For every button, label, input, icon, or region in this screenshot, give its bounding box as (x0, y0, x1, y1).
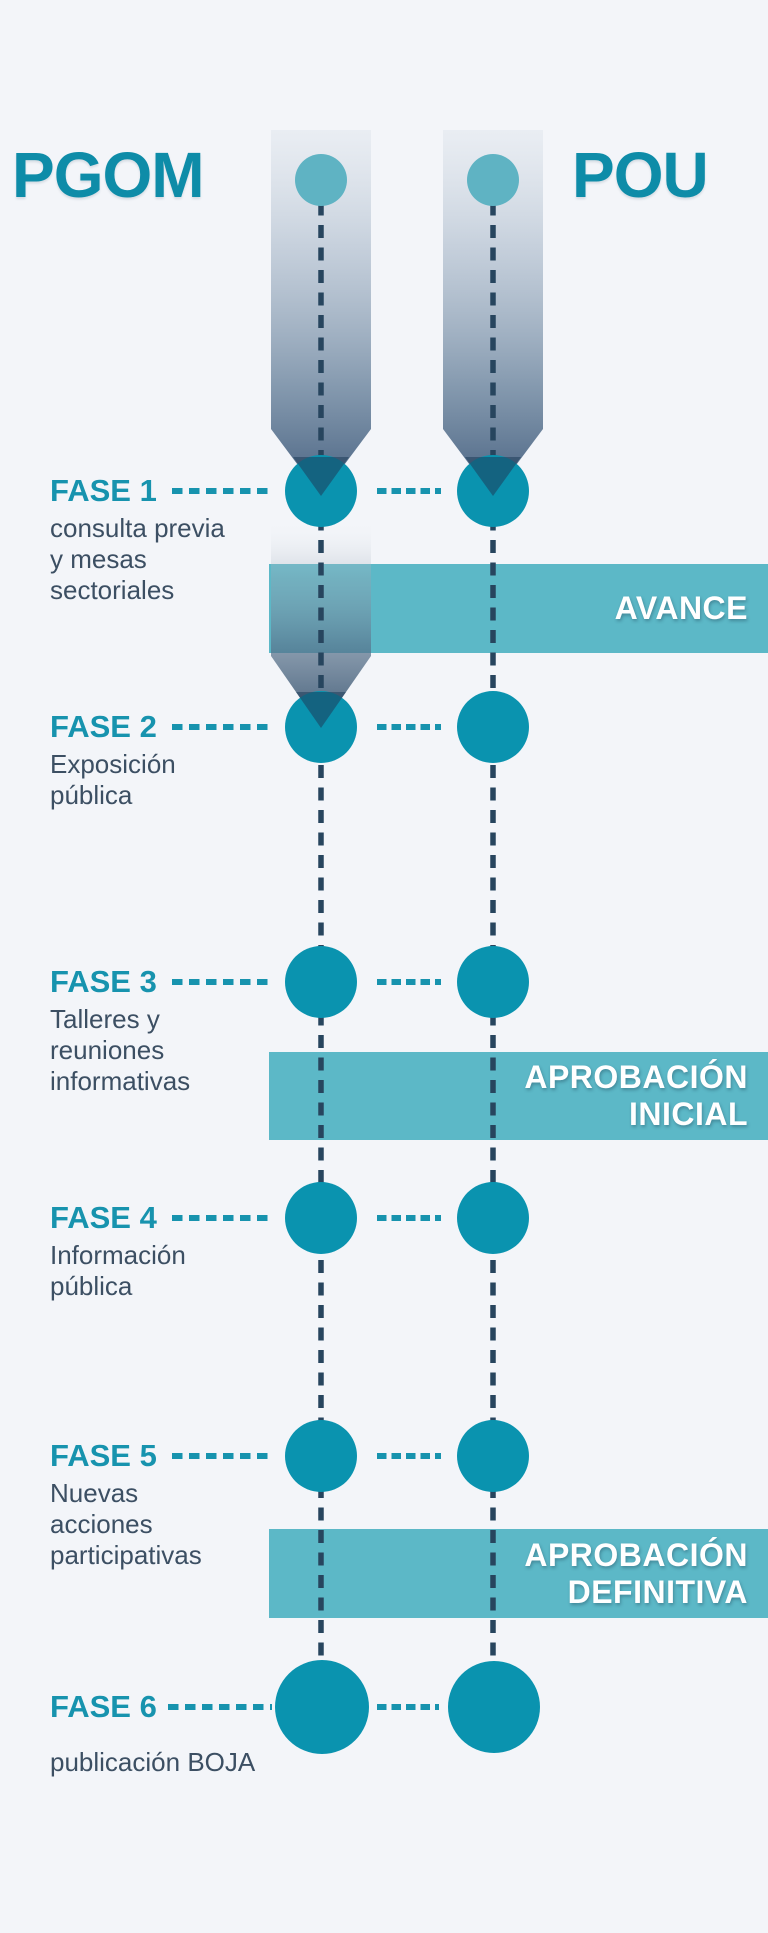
fase6-pou-node (448, 1661, 540, 1753)
fase4-label: FASE 4 (50, 1200, 157, 1235)
pou-start-node (467, 154, 519, 206)
fase2-description: Exposición pública (50, 749, 176, 810)
fase5-pgom-node (285, 1420, 357, 1492)
fase1-pou-arrow-tip (465, 457, 521, 496)
pgom-gradient-arrow-fase1-to-fase2 (271, 520, 371, 728)
fase2-label: FASE 2 (50, 709, 157, 744)
fase3-pgom-node (285, 946, 357, 1018)
pgom-title: PGOM (12, 139, 205, 211)
fase3-label: FASE 3 (50, 964, 157, 999)
pgom-gradient-arrow-top (271, 130, 371, 496)
fase3-pou-node (457, 946, 529, 1018)
milestone-label-avance: AVANCE (614, 590, 748, 626)
fase1-description: consulta previa y mesas sectoriales (50, 513, 225, 605)
pou-title: POU (572, 139, 709, 211)
fase4-pgom-node (285, 1182, 357, 1254)
fase2-pgom-arrow-tip (296, 692, 346, 728)
pou-gradient-arrow-top (443, 130, 543, 496)
fase4-pou-node (457, 1182, 529, 1254)
fase5-label: FASE 5 (50, 1438, 157, 1473)
fase4-description: Información pública (50, 1240, 186, 1301)
milestone-label-aprobacion-inicial: APROBACIÓN INICIAL (524, 1059, 748, 1132)
milestone-label-aprobacion-definitiva: APROBACIÓN DEFINITIVA (524, 1536, 748, 1610)
fase5-description: Nuevas acciones participativas (50, 1478, 202, 1570)
fase1-pgom-arrow-tip (293, 457, 349, 496)
fase6-description: publicación BOJA (50, 1747, 256, 1777)
milestone-band-aprobacion-definitiva: APROBACIÓN DEFINITIVA (269, 1529, 768, 1618)
fase1-label: FASE 1 (50, 473, 157, 508)
fase6-label: FASE 6 (50, 1689, 157, 1724)
fase3-description: Talleres y reuniones informativas (50, 1004, 191, 1096)
pgom-start-node (295, 154, 347, 206)
milestone-band-aprobacion-inicial: APROBACIÓN INICIAL (269, 1052, 768, 1140)
fase6-pgom-node (275, 1660, 369, 1754)
fase2-pou-node (457, 691, 529, 763)
fase5-pou-node (457, 1420, 529, 1492)
